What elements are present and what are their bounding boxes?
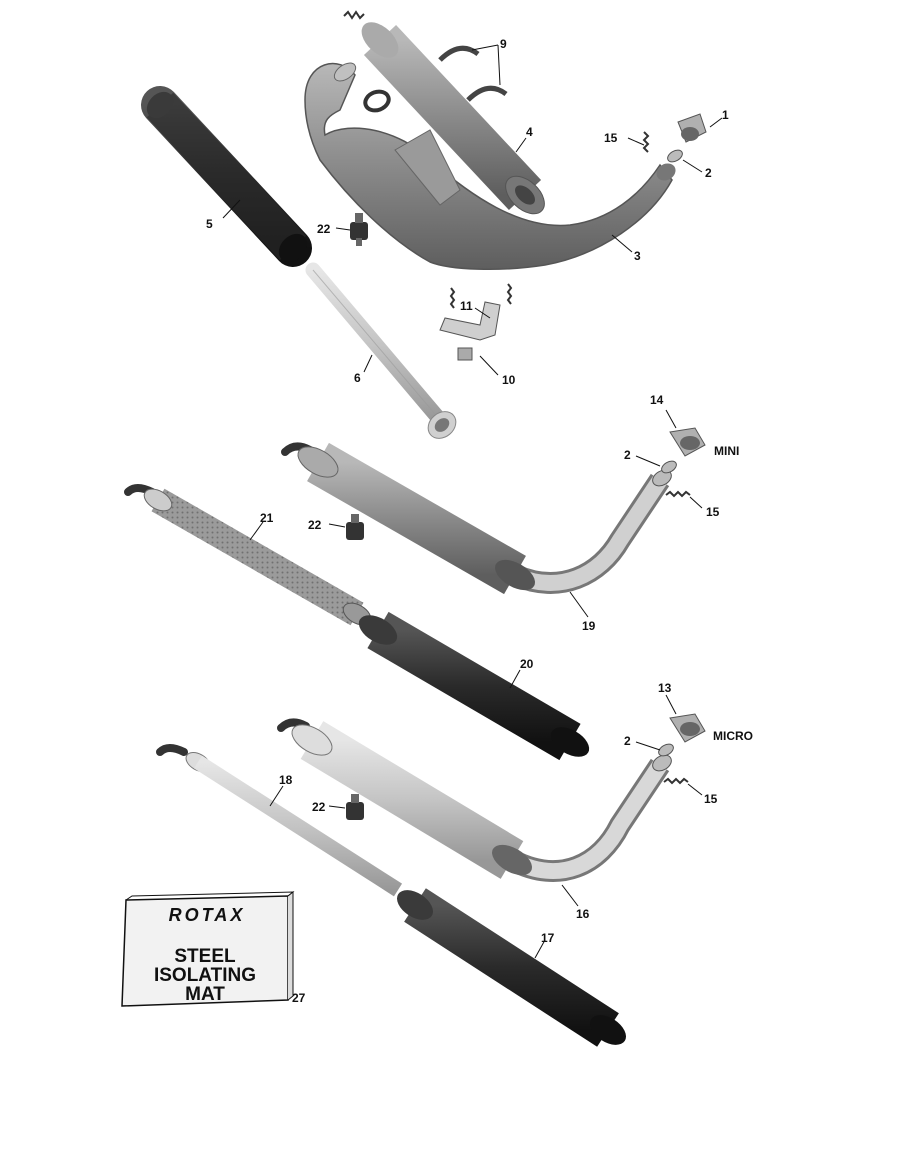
spring-top — [343, 10, 365, 20]
callout-22-bottom: 22 — [312, 800, 326, 814]
part-6-inner-tube — [305, 262, 457, 439]
part-18-inner-tube — [156, 744, 403, 897]
callout-5: 5 — [206, 217, 213, 231]
callout-20: 20 — [520, 657, 534, 671]
part-2-gasket-bottom — [658, 743, 674, 757]
callout-3: 3 — [634, 249, 641, 263]
callout-4: 4 — [526, 125, 533, 139]
callout-22-mid: 22 — [308, 518, 322, 532]
part-5-black-sleeve — [141, 86, 312, 267]
part-2-gasket-mid — [661, 460, 677, 474]
callout-15-bottom: 15 — [704, 792, 718, 806]
part-9-clamps — [438, 45, 508, 102]
callout-10: 10 — [502, 373, 516, 387]
leader-lines — [222, 44, 723, 959]
part-1-cap — [677, 113, 707, 143]
callout-2-top: 2 — [705, 166, 712, 180]
variant-label-mini: MINI — [714, 444, 739, 458]
callout-6: 6 — [354, 371, 361, 385]
callout-9: 9 — [500, 37, 507, 51]
part-15-spring-bottom — [663, 777, 689, 785]
mat-line-3: MAT — [185, 984, 225, 1005]
callout-11: 11 — [460, 299, 473, 313]
callout-14: 14 — [650, 393, 664, 407]
callout-18: 18 — [279, 773, 293, 787]
callout-15-mid: 15 — [706, 505, 720, 519]
callout-2-mid: 2 — [624, 448, 631, 462]
part-21-perforated-tube — [124, 484, 372, 626]
part-19-silencer-mini — [281, 442, 672, 595]
mat-brand-logo: ROTAX — [169, 905, 246, 925]
callout-21: 21 — [260, 511, 274, 525]
callout-27: 27 — [292, 991, 306, 1005]
callout-1: 1 — [722, 108, 729, 122]
part-14-mini-cap — [669, 427, 706, 457]
callout-17: 17 — [541, 931, 555, 945]
callout-15-top: 15 — [604, 131, 618, 145]
callout-22-top: 22 — [317, 222, 331, 236]
part-10-bracket — [439, 301, 501, 361]
pipe-ring — [363, 89, 391, 113]
part-11-springs — [449, 283, 513, 309]
part-17-black-sleeve — [396, 888, 627, 1047]
part-22-mount-top — [350, 213, 368, 246]
part-16-silencer-micro — [277, 718, 672, 882]
part-4-silencer — [361, 22, 545, 215]
part-2-gasket-top — [667, 149, 683, 163]
part-13-micro-cap — [669, 713, 706, 743]
variant-label-micro: MICRO — [713, 729, 753, 743]
part-15-spring-top — [642, 131, 650, 153]
part-22-mount-bottom — [346, 794, 364, 820]
part-15-spring-mid — [665, 490, 691, 498]
callout-labels: 1 2 3 4 5 6 9 10 11 15 22 14 2 15 21 22 … — [206, 37, 753, 1005]
mat-line-1: STEEL — [174, 946, 236, 967]
part-22-mount-mid — [346, 514, 364, 540]
callout-19: 19 — [582, 619, 596, 633]
part-27-isolating-mat: ROTAX STEEL ISOLATING MAT — [121, 890, 295, 1007]
callout-13: 13 — [658, 681, 672, 695]
mat-line-2: ISOLATING — [154, 965, 256, 986]
callout-2-bottom: 2 — [624, 734, 631, 748]
part-3-expansion-chamber — [304, 62, 676, 270]
callout-16: 16 — [576, 907, 590, 921]
part-20-black-sleeve — [358, 611, 590, 761]
